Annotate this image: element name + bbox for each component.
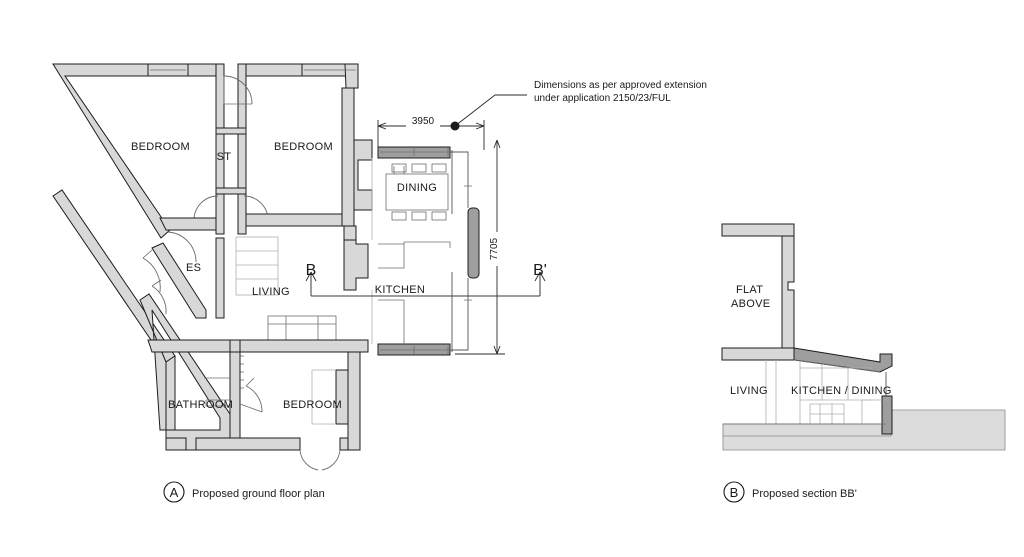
room-label-bathroom: BATHROOM — [168, 399, 233, 411]
section-label-kitchen-dining: KITCHEN / DINING — [791, 385, 892, 397]
dining-table-and-chairs — [385, 163, 449, 221]
door-swing-entry-sw — [142, 257, 161, 293]
section-wall-vertical-upper — [781, 223, 795, 349]
exterior-wall-south-2 — [195, 437, 301, 451]
partition-ensuite-north — [159, 217, 217, 231]
section-label-flat-above-2: ABOVE — [731, 298, 770, 310]
bathroom-fitting-3 — [205, 400, 230, 407]
extension-glazing — [380, 148, 472, 354]
exterior-wall-south-1 — [165, 437, 187, 451]
section-mark-b: B — [306, 262, 317, 279]
dimension-value-vertical: 7705 — [489, 237, 500, 260]
section-doorway-right — [861, 399, 882, 424]
room-label-kitchen: KITCHEN — [375, 284, 425, 296]
partition-mid-horizontal — [147, 339, 231, 353]
caption-text-section: Proposed section BB' — [752, 488, 857, 500]
room-label-bedroom-nw: BEDROOM — [131, 141, 190, 153]
door-swing-hall-left — [193, 195, 219, 221]
exterior-wall-north-3 — [245, 63, 303, 77]
annotation-leader-dot — [450, 121, 460, 131]
caption-marker-circle-b — [723, 481, 745, 503]
room-label-dining-front: DINING — [397, 182, 437, 194]
dimension-text-backdrop-v — [491, 232, 504, 266]
room-label-store: ST — [217, 151, 232, 163]
section-interior-lines-1 — [799, 362, 849, 424]
door-swing-bedroom-s — [245, 385, 263, 413]
dining-label-backdrop — [388, 180, 446, 194]
caption-section: B Proposed section BB' — [723, 481, 857, 503]
exterior-wall-northeast-corner — [344, 63, 359, 89]
section-interior-lines-2 — [800, 367, 872, 401]
section-label-living: LIVING — [730, 385, 768, 397]
kitchen-units — [378, 241, 451, 344]
partition-store-top — [215, 127, 247, 135]
door-swing-entrance-right — [321, 449, 341, 471]
caption-marker-letter-b: B — [730, 485, 739, 500]
room-label-bedroom-n: BEDROOM — [274, 141, 333, 153]
partition-living-kitchen — [343, 237, 369, 291]
partition-hall-left — [215, 193, 225, 235]
partition-kitchen-west — [343, 225, 357, 241]
section-mark-b-prime: B' — [533, 262, 547, 279]
partition-hall-right — [237, 193, 247, 235]
section-kitchen-units — [809, 403, 845, 424]
door-swing-entry-sw2 — [151, 285, 167, 315]
door-swing-entrance-left — [299, 449, 319, 471]
annotation-line-1: Dimensions as per approved extension — [534, 80, 707, 91]
room-label-ensuite: ES — [186, 262, 201, 274]
partition-bathroom-east — [229, 351, 241, 443]
extension-wall-east — [467, 207, 480, 279]
door-leaf-bedroom-s — [239, 377, 263, 413]
annotation-line-2: under application 2150/23/FUL — [534, 93, 671, 104]
door-leaf-store-north — [223, 76, 252, 105]
caption-text-plan: Proposed ground floor plan — [192, 488, 325, 500]
partition-ensuite-west — [151, 242, 207, 319]
dimension-arrow-bottom — [493, 345, 501, 355]
dimension-group: 3950 7705 Dimensions as per approved ext… — [377, 80, 707, 355]
caption-marker-circle-a — [163, 481, 185, 503]
section-cut-line: B B' — [305, 262, 547, 297]
floor-plan-a: BEDROOM ST BEDROOM ES LIVING DINING KITC… — [52, 63, 480, 471]
section-arrow-left-head — [305, 271, 317, 282]
room-label-bedroom-s: BEDROOM — [283, 399, 342, 411]
partition-bedroom-n-south — [245, 213, 355, 227]
section-wall-top — [721, 223, 795, 237]
dimension-arrow-left — [377, 122, 387, 130]
door-leaf-entry-sw2 — [151, 279, 162, 287]
partition-bedroom-n-east — [341, 87, 355, 227]
ground-slab-left — [722, 423, 892, 437]
section-bb: FLAT ABOVE LIVING KITCHEN / DINING — [721, 223, 1006, 451]
door-swing-store-north — [223, 75, 253, 105]
partition-store-bottom — [215, 187, 247, 195]
chimney-breast-bedroom-n — [353, 139, 373, 211]
dimension-value-horizontal: 3950 — [412, 116, 435, 127]
alcove-line-bedroom-s — [311, 369, 336, 425]
stair-living — [235, 236, 279, 296]
caption-marker-letter-a: A — [170, 485, 179, 500]
door-leaf-entry-sw — [142, 249, 153, 259]
dimension-text-backdrop-h — [406, 114, 440, 127]
section-label-flat-above-1: FLAT — [736, 284, 763, 296]
living-sofa — [267, 315, 337, 343]
exterior-wall-north-2 — [187, 63, 217, 77]
annotation-leader-line — [454, 94, 527, 127]
room-label-living: LIVING — [252, 286, 290, 298]
section-floor-slab — [721, 347, 795, 361]
section-roof-underside — [793, 359, 881, 373]
partition-ensuite-east — [215, 237, 225, 319]
dimension-arrow-right — [475, 122, 485, 130]
section-arrow-right-head — [534, 271, 546, 282]
section-partition-living — [765, 360, 777, 424]
caption-plan: A Proposed ground floor plan — [163, 481, 325, 503]
dimension-arrow-top — [493, 139, 501, 149]
chimney-breast-bedroom-s — [335, 369, 349, 425]
exterior-wall-east-lower — [347, 351, 361, 451]
door-swing-ensuite — [167, 231, 197, 263]
partition-mid-horizontal-2 — [235, 339, 369, 353]
section-glazed-wall-base — [881, 395, 893, 435]
